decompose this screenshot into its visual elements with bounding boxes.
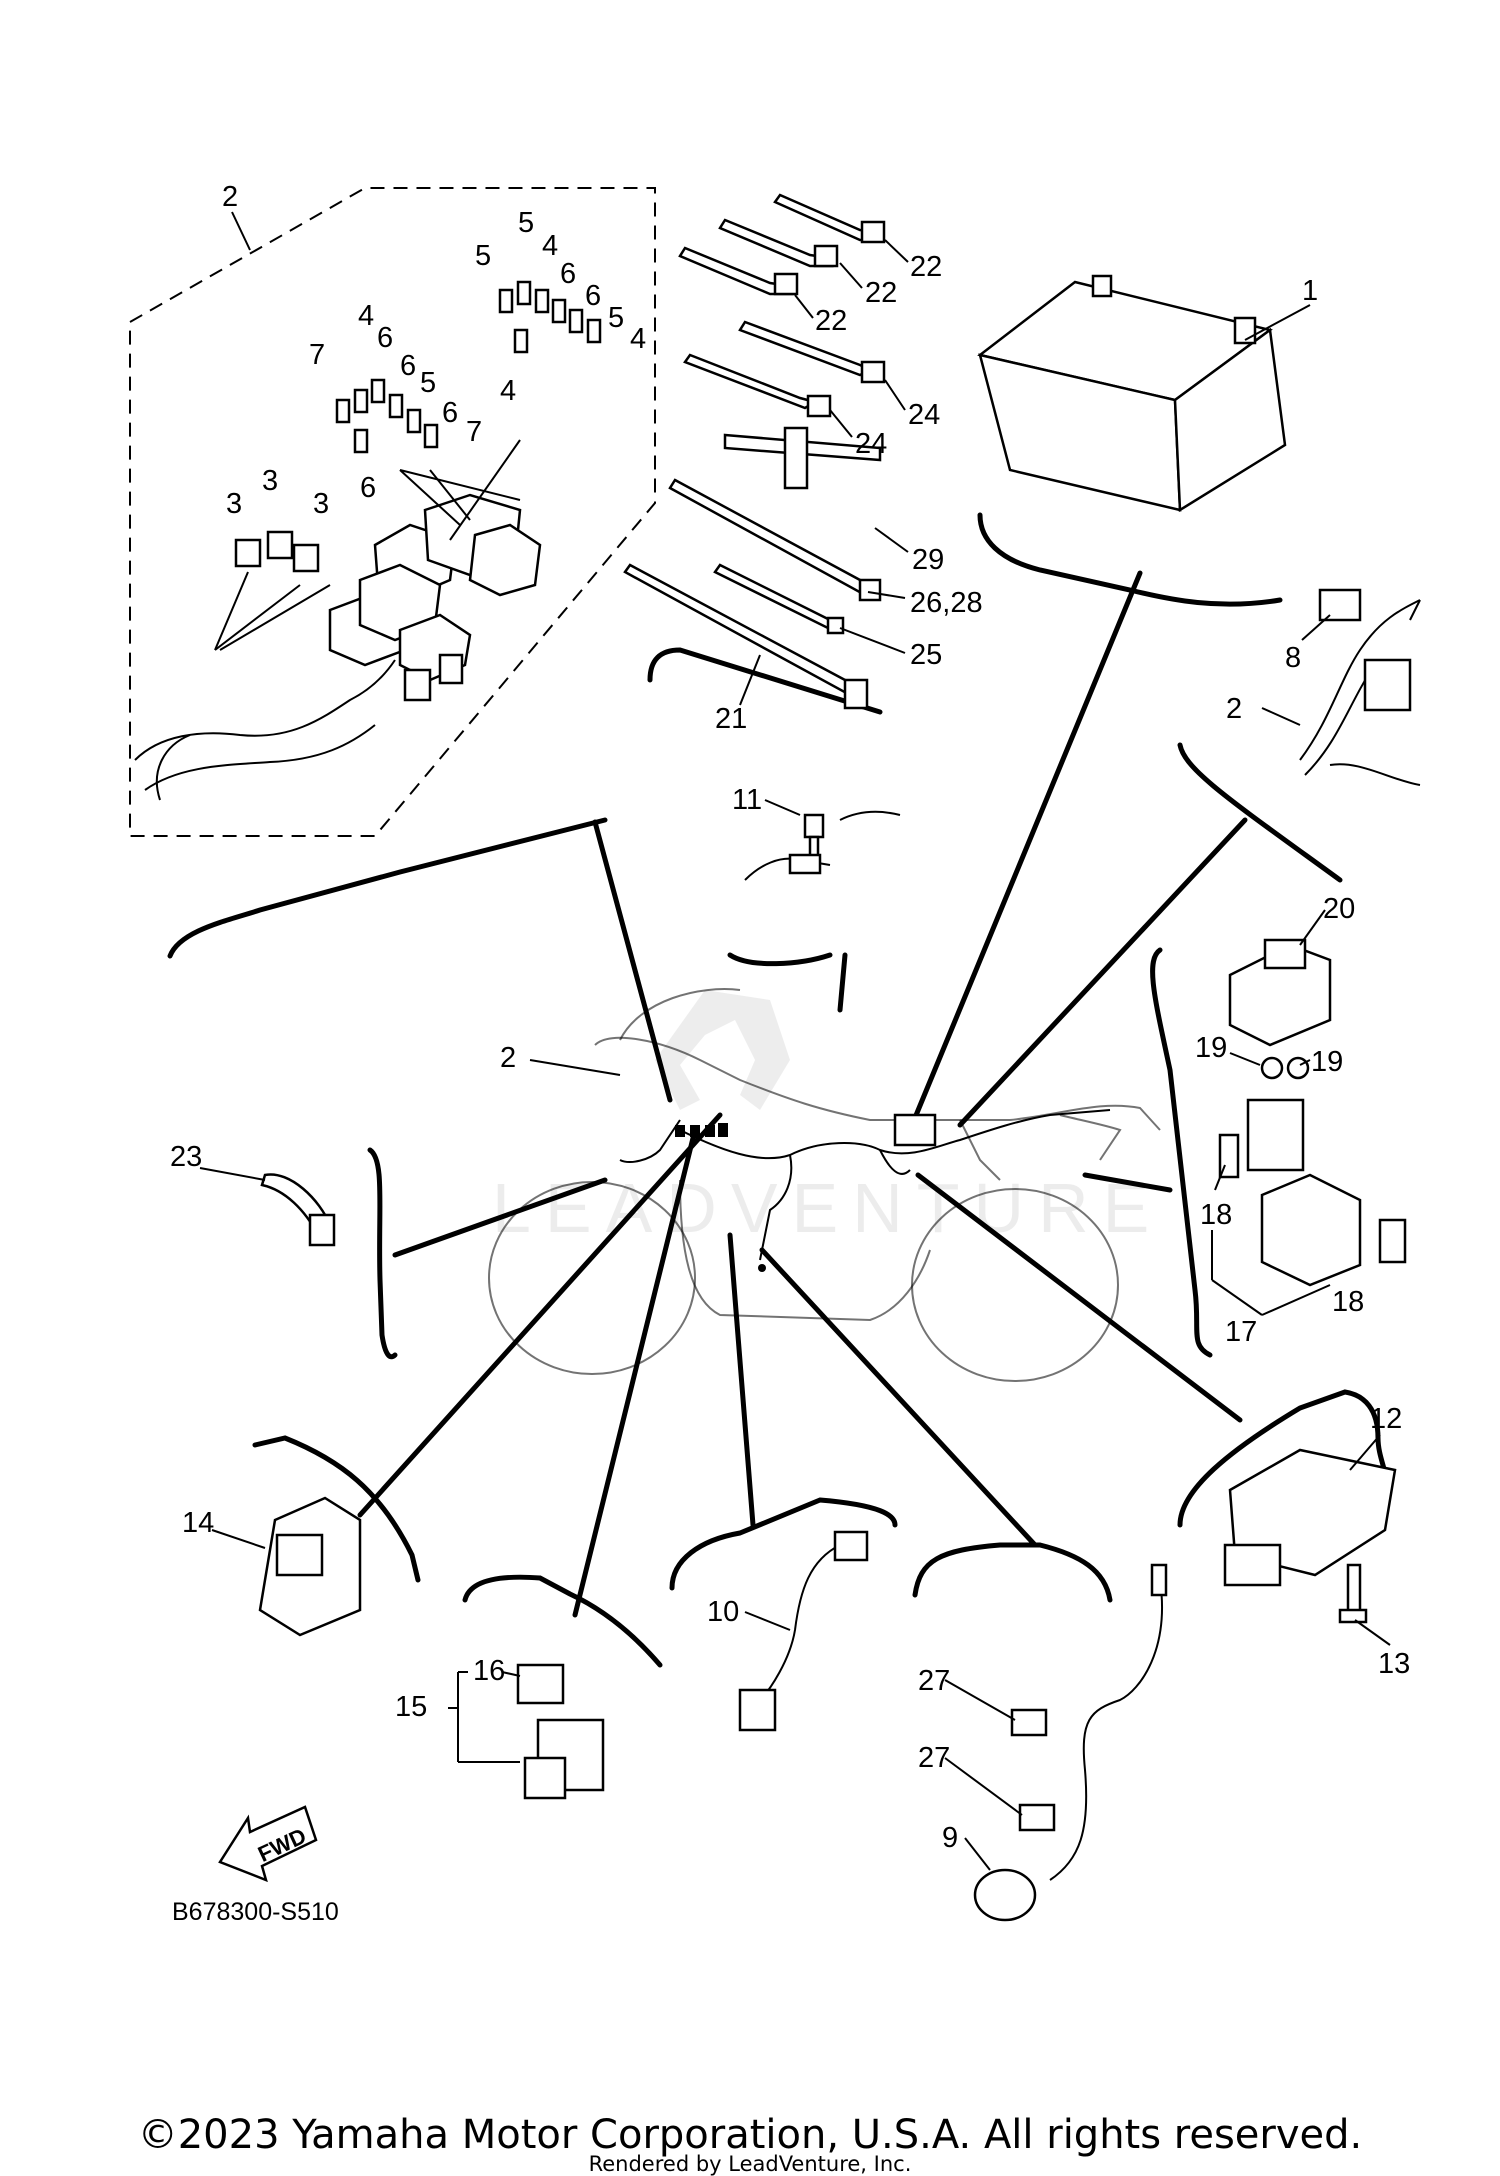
callout-6c: 6 [442, 397, 458, 429]
callout-10: 10 [707, 1596, 739, 1628]
mini-fuse-icons [335, 280, 602, 454]
callout-6f: 6 [360, 472, 376, 504]
callout-9: 9 [942, 1822, 958, 1854]
callout-5d: 5 [420, 367, 436, 399]
watermark-text: LEADVENTURE [492, 1169, 1163, 1247]
callout-3c: 3 [313, 488, 329, 520]
callout-labels: 1 2 2 2 3 3 3 4 4 4 4 5 5 5 5 6 6 6 6 6 … [170, 181, 1410, 1854]
callout-leaders [199, 211, 1391, 1871]
harness-connector-icon [1299, 588, 1421, 786]
diagram-code: B678300-S510 [172, 1898, 339, 1926]
callout-19b: 19 [1311, 1046, 1343, 1078]
callout-25: 25 [910, 639, 942, 671]
fwd-arrow-icon: FWD [218, 1805, 318, 1883]
battery-icon [977, 274, 1287, 513]
callout-4b: 4 [542, 230, 558, 262]
callout-22b: 22 [865, 277, 897, 309]
callout-18a: 18 [1200, 1199, 1232, 1231]
callout-15: 15 [395, 1691, 427, 1723]
leader-lines [357, 570, 1248, 1618]
callout-20: 20 [1323, 893, 1355, 925]
callout-16: 16 [473, 1655, 505, 1687]
callout-11: 11 [732, 784, 762, 816]
callout-3b: 3 [262, 465, 278, 497]
fuse-box-assembly-icon [134, 439, 542, 801]
callout-3a: 3 [226, 488, 242, 520]
callout-26-28: 26,28 [910, 587, 983, 619]
callout-5c: 5 [608, 302, 624, 334]
callout-2-bike: 2 [500, 1042, 516, 1074]
callout-4c: 4 [630, 323, 646, 355]
cable-clamp-icon [260, 1173, 336, 1247]
callout-4d: 4 [500, 375, 516, 407]
callout-7a: 7 [309, 339, 325, 371]
callout-6b: 6 [400, 350, 416, 382]
motorcycle-silhouette [488, 988, 1161, 1382]
wiring-harness-on-bike [619, 1109, 1111, 1272]
cable-ties-icon [623, 193, 886, 710]
callout-12: 12 [1370, 1403, 1402, 1435]
sensor-lead-icon [738, 1530, 869, 1732]
callout-7b: 7 [466, 416, 482, 448]
coupler-icon [516, 1663, 605, 1800]
relay-unit-icon [258, 1496, 362, 1637]
callout-14: 14 [182, 1507, 214, 1539]
callout-23: 23 [170, 1141, 202, 1173]
callout-2-inset: 2 [222, 181, 238, 213]
ground-bolt-icon [744, 810, 901, 881]
rendered-by-notice: Rendered by LeadVenture, Inc. [588, 2152, 912, 2176]
starter-relay-icon [1218, 938, 1407, 1287]
callout-22a: 22 [910, 251, 942, 283]
callout-13: 13 [1378, 1648, 1410, 1680]
callout-21: 21 [715, 703, 747, 735]
callout-5a: 5 [475, 240, 491, 272]
callout-24b: 24 [855, 428, 887, 460]
callout-17: 17 [1225, 1316, 1257, 1348]
callout-24a: 24 [908, 399, 940, 431]
callout-8: 8 [1285, 642, 1301, 674]
callout-22c: 22 [815, 305, 847, 337]
copyright-notice: ©2023 Yamaha Motor Corporation, U.S.A. A… [137, 2112, 1363, 2158]
callout-4a: 4 [358, 300, 374, 332]
watermark-logo-icon [655, 990, 790, 1110]
callout-6d: 6 [560, 258, 576, 290]
callout-1: 1 [1302, 275, 1318, 307]
callout-5b: 5 [518, 207, 534, 239]
fuse-30a-icon [214, 530, 320, 651]
fuse-box-group-outline [129, 187, 656, 837]
callout-19a: 19 [1195, 1032, 1227, 1064]
callout-18b: 18 [1332, 1286, 1364, 1318]
callout-6e: 6 [585, 280, 601, 312]
callout-29: 29 [912, 544, 944, 576]
callout-outlines [167, 512, 1389, 1668]
callout-2-right: 2 [1226, 693, 1242, 725]
rectifier-regulator-icon [1223, 1448, 1397, 1624]
callout-27b: 27 [918, 1742, 950, 1774]
callout-6a: 6 [377, 322, 393, 354]
sensor-with-clamps-icon [973, 1563, 1168, 1922]
